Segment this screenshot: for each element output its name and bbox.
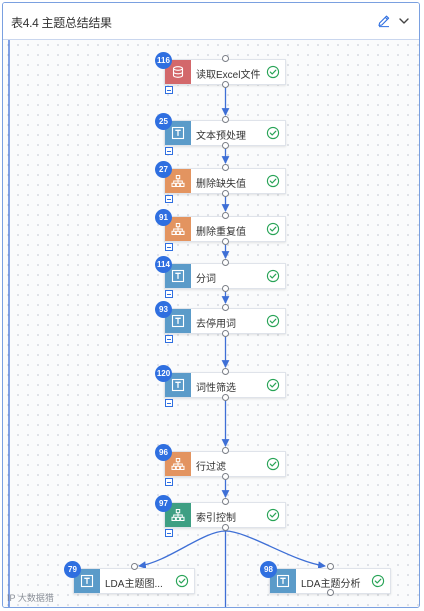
output-port[interactable] [222,238,229,245]
node-id-badge: 96 [155,444,172,461]
check-icon [266,314,280,328]
output-port[interactable] [222,524,229,531]
input-port[interactable] [222,304,229,311]
check-icon [266,174,280,188]
input-port[interactable] [222,116,229,123]
node-drop-missing[interactable]: 删除缺失值 27 [155,161,286,203]
check-icon [371,574,385,588]
node-label: 删除重复值 [196,227,246,238]
node-lda-topic-graph[interactable]: LDA主题图... 79 [64,561,195,594]
output-port[interactable] [222,142,229,149]
check-icon [266,222,280,236]
output-port[interactable] [327,589,334,596]
check-icon [266,508,280,522]
node-id-badge: 98 [260,561,277,578]
node-id-badge: 120 [155,365,172,382]
node-id-badge: 114 [155,256,172,273]
node-id-badge: 79 [64,561,81,578]
node-label: 行过滤 [196,462,226,473]
node-label: 索引控制 [196,513,236,524]
input-port[interactable] [327,563,334,570]
watermark: IP 大数据猎 [7,593,54,603]
collapse-toggle[interactable] [165,529,173,537]
output-port[interactable] [222,473,229,480]
node-id-badge: 116 [155,52,172,69]
node-label: 词性筛选 [196,383,236,394]
node-label: 读取Excel文件 [196,70,261,81]
node-read-excel[interactable]: 读取Excel文件 116 [155,52,286,94]
output-port[interactable] [222,285,229,292]
collapse-toggle[interactable] [165,195,173,203]
node-label: 分词 [196,274,216,285]
check-icon [175,574,189,588]
edge-branch-1 [225,530,326,570]
input-port[interactable] [222,55,229,62]
collapse-toggle[interactable] [165,147,173,155]
output-port[interactable] [222,81,229,88]
check-icon [266,126,280,140]
node-pos-filter[interactable]: 词性筛选 120 [155,365,286,407]
check-icon [266,65,280,79]
input-port[interactable] [222,259,229,266]
output-port[interactable] [222,394,229,401]
check-icon [266,457,280,471]
collapse-toggle[interactable] [165,243,173,251]
pencil-icon[interactable] [375,12,393,30]
collapse-toggle[interactable] [165,290,173,298]
node-label: LDA主题图... [105,579,163,590]
panel-title: 表4.4 主题总结结果 [11,16,112,30]
check-icon [266,378,280,392]
node-id-badge: 91 [155,209,172,226]
collapse-toggle[interactable] [165,478,173,486]
workflow-canvas[interactable]: 读取Excel文件 116 文本预处理 25 删除缺失值 27 删除重复值 91 [3,40,419,607]
node-id-badge: 27 [155,161,172,178]
node-id-badge: 93 [155,301,172,318]
node-label: LDA主题分析 [301,579,361,590]
node-label: 文本预处理 [196,131,246,142]
node-index-control[interactable]: 索引控制 97 [155,495,286,537]
edge-branch-0 [138,530,226,569]
workflow-panel: 表4.4 主题总结结果 读取Excel文件 116 文本预处理 [2,2,420,608]
node-drop-duplicates[interactable]: 删除重复值 91 [155,209,286,251]
node-label: 删除缺失值 [196,179,246,190]
input-port[interactable] [222,447,229,454]
input-port[interactable] [222,368,229,375]
output-port[interactable] [222,190,229,197]
node-row-filter[interactable]: 行过滤 96 [155,444,286,486]
collapse-toggle[interactable] [165,86,173,94]
edge-layer [8,40,326,607]
input-port[interactable] [222,212,229,219]
check-icon [266,269,280,283]
chevron-down-icon[interactable] [395,12,413,30]
collapse-toggle[interactable] [165,399,173,407]
panel-header: 表4.4 主题总结结果 [3,3,419,40]
input-port[interactable] [131,563,138,570]
node-id-badge: 97 [155,495,172,512]
output-port[interactable] [222,330,229,337]
input-port[interactable] [222,164,229,171]
node-label: 去停用词 [196,319,236,330]
input-port[interactable] [222,498,229,505]
node-id-badge: 25 [155,113,172,130]
collapse-toggle[interactable] [165,335,173,343]
